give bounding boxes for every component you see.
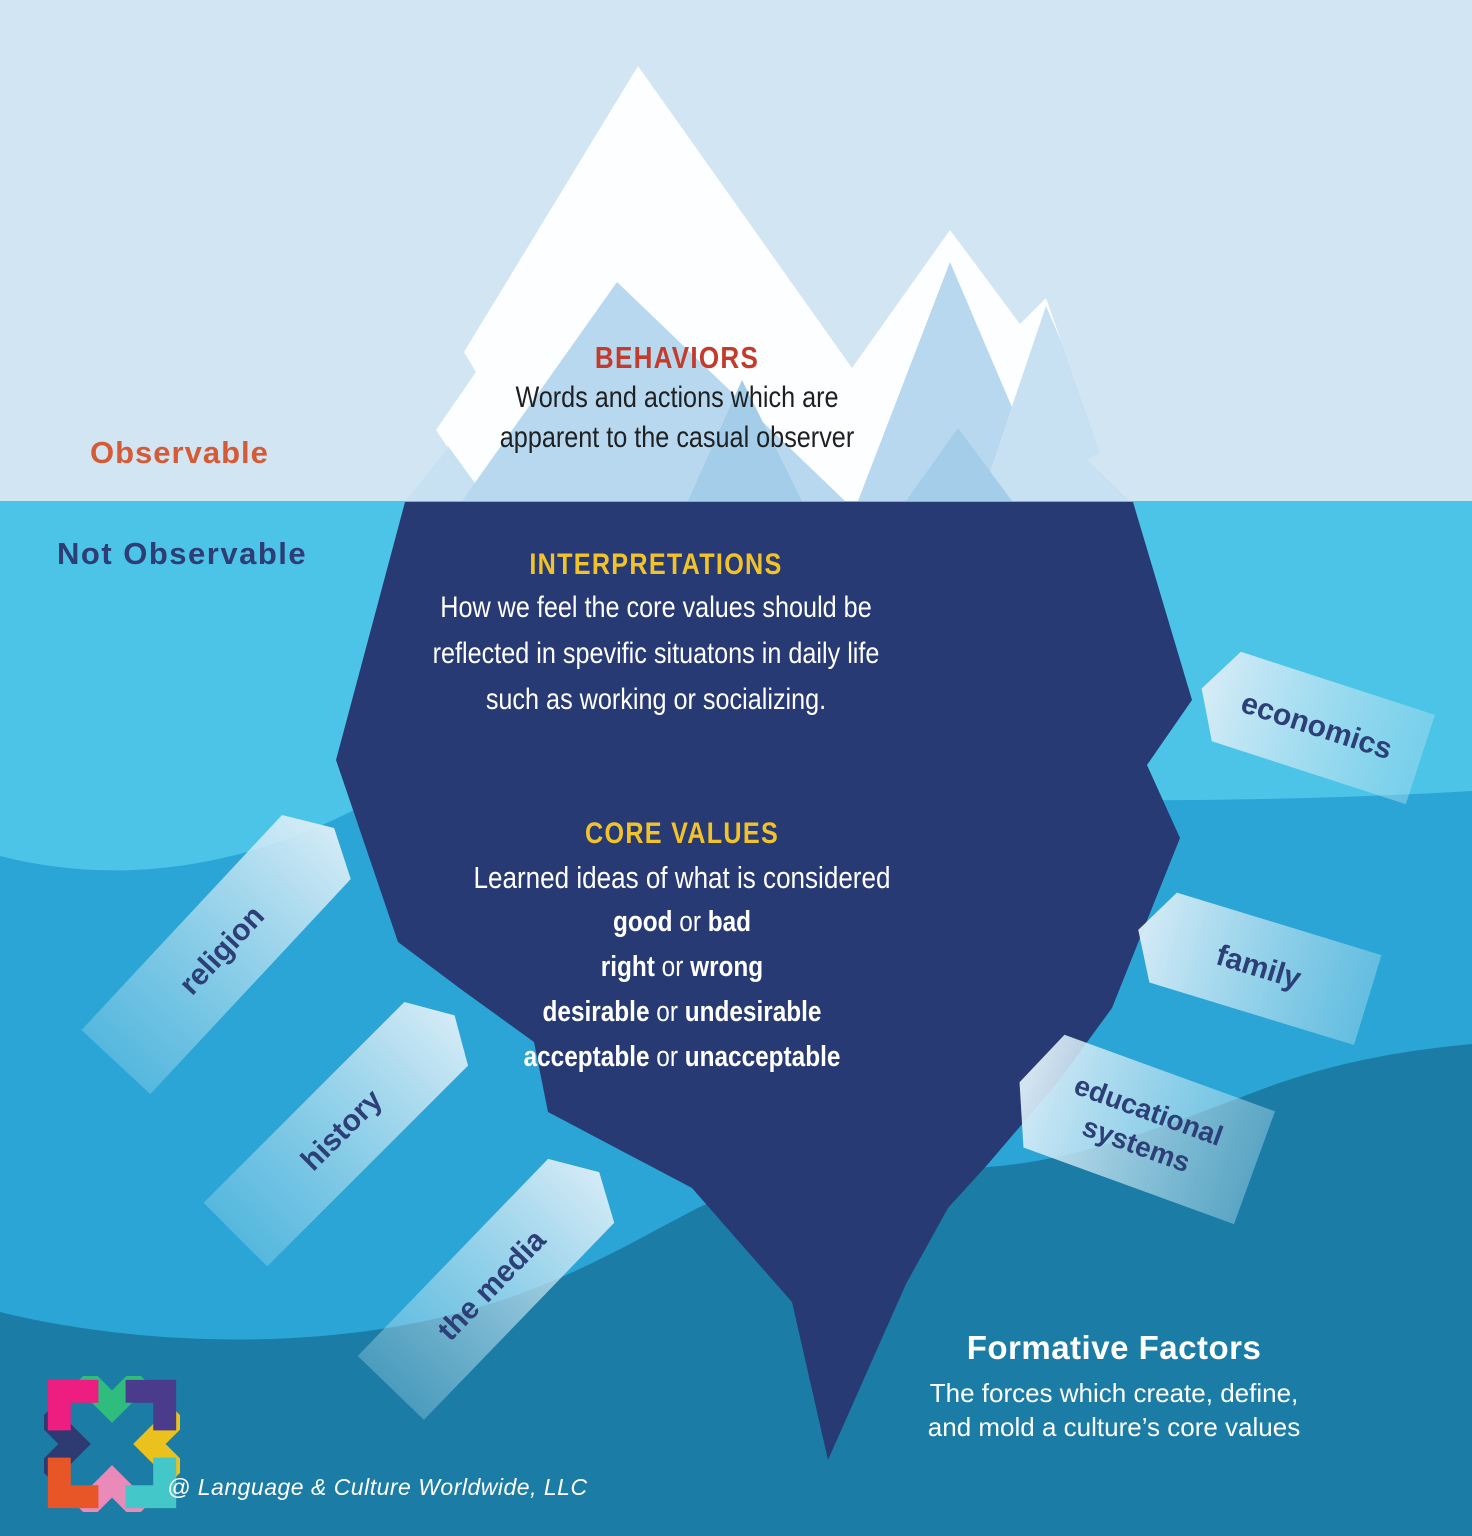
star-logo-arms — [44, 1376, 180, 1512]
formative-factors-line-1: The forces which create, define, — [929, 1378, 1299, 1408]
pair-1-left: good — [612, 906, 673, 938]
behaviors-block: BEHAVIORS Words and actions which are ap… — [327, 338, 1027, 458]
observable-label: Observable — [90, 435, 269, 470]
interpretations-line-3: such as working or socializing. — [485, 683, 827, 716]
factor-tag-economics: economics — [1201, 651, 1435, 805]
core-values-pair-2: right or wrong — [388, 945, 976, 990]
pair-1-connector: or — [679, 906, 701, 938]
core-values-pair-1: good or bad — [388, 900, 976, 945]
pair-1-right: bad — [707, 906, 752, 938]
star-logo — [44, 1376, 180, 1512]
pair-3-right: undesirable — [684, 996, 822, 1028]
logo-arm-magenta-icon — [47, 1379, 99, 1431]
interpretations-title: INTERPRETATIONS — [529, 548, 783, 581]
logo-arm-teal-icon — [125, 1457, 177, 1509]
formative-factors-block: Formative Factors The forces which creat… — [844, 1326, 1384, 1444]
pair-3-connector: or — [656, 996, 678, 1028]
interpretations-block: INTERPRETATIONS How we feel the core val… — [306, 545, 1006, 723]
core-values-pair-4: acceptable or unacceptable — [388, 1035, 976, 1080]
factor-tag-educational-systems: educational systems — [1019, 1034, 1275, 1225]
core-values-pair-3: desirable or undesirable — [388, 990, 976, 1035]
iceberg-facets — [405, 262, 1130, 501]
pair-2-connector: or — [661, 951, 684, 983]
not-observable-label: Not Observable — [57, 536, 308, 571]
core-values-title: CORE VALUES — [584, 817, 780, 850]
iceberg-above-waterline — [405, 66, 1130, 501]
iceberg-below-waterline — [336, 502, 1192, 1460]
core-values-intro: Learned ideas of what is considered — [473, 860, 891, 895]
interpretations-line-2: reflected in spevific situatons in daily… — [432, 637, 880, 670]
logo-arm-purple-icon — [125, 1379, 177, 1431]
pair-3-left: desirable — [542, 996, 650, 1028]
formative-factors-line-2: and mold a culture’s core values — [927, 1412, 1301, 1442]
pair-4-left: acceptable — [523, 1041, 650, 1073]
attribution-text: @ Language & Culture Worldwide, LLC — [167, 1474, 588, 1500]
pair-2-right: wrong — [690, 951, 764, 983]
pair-4-connector: or — [656, 1041, 678, 1073]
behaviors-title: BEHAVIORS — [594, 340, 760, 375]
logo-arm-orange-icon — [47, 1457, 99, 1509]
formative-factors-title: Formative Factors — [966, 1329, 1262, 1366]
interpretations-line-1: How we feel the core values should be — [440, 591, 872, 624]
core-values-block: CORE VALUES Learned ideas of what is con… — [332, 812, 1032, 1080]
factor-tag-family: family — [1138, 892, 1382, 1046]
behaviors-line-2: apparent to the casual observer — [499, 421, 855, 454]
pair-4-right: unacceptable — [684, 1041, 841, 1073]
pair-2-left: right — [600, 951, 655, 983]
behaviors-line-1: Words and actions which are — [515, 381, 839, 414]
